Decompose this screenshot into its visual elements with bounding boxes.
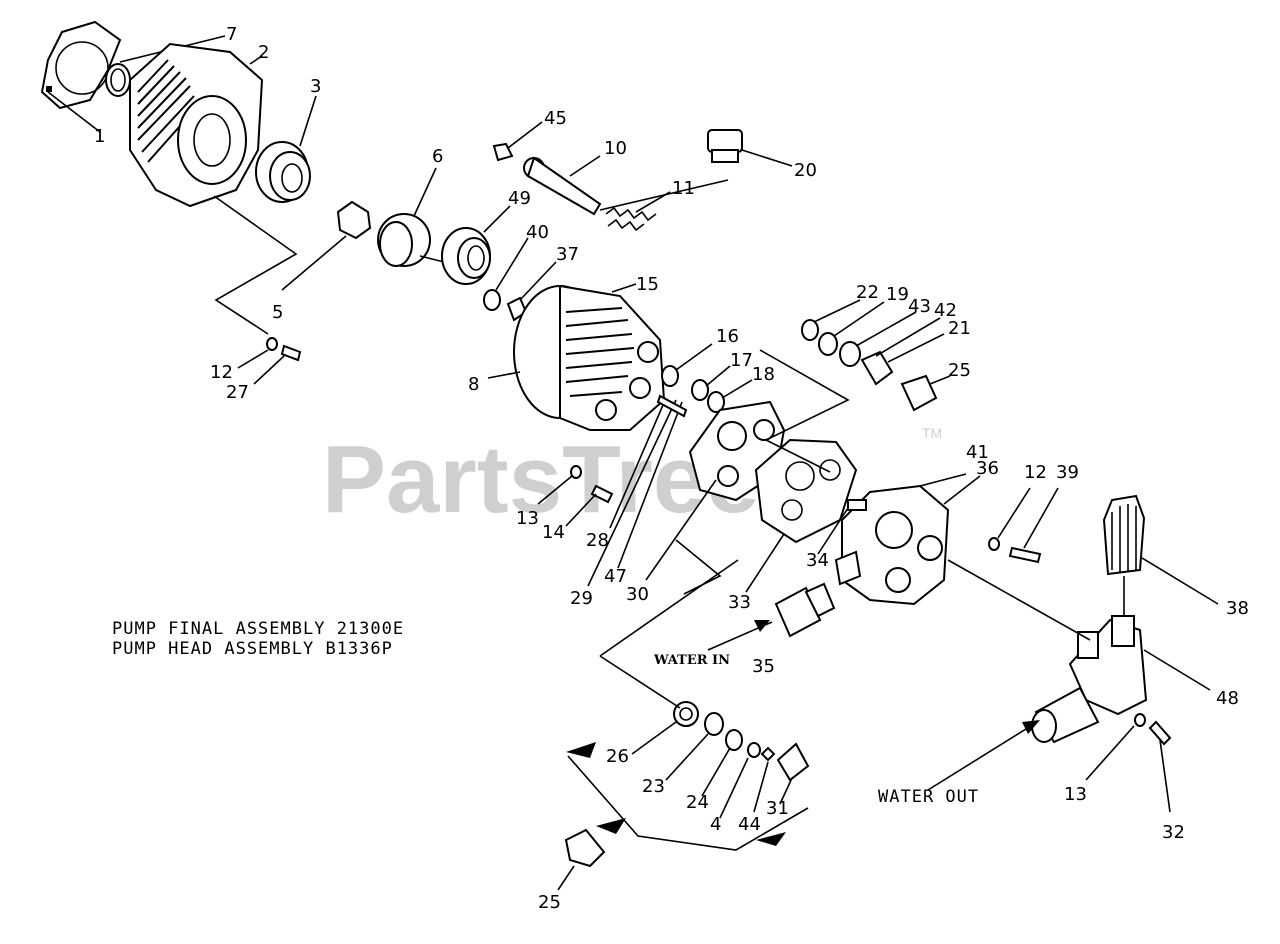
callout-12b: 12 (1024, 462, 1047, 483)
callout-numbers: 1 2 3 7 45 10 20 11 6 49 40 37 15 5 12 2… (94, 24, 1249, 913)
callout-42: 42 (934, 300, 957, 321)
part-13-32-screw (1085, 713, 1172, 813)
part-40-washer (483, 237, 529, 311)
part-11-spring (605, 191, 671, 232)
assembly-note-final: PUMP FINAL ASSEMBLY 21300E (112, 619, 404, 639)
part-16-17-18-seals (661, 343, 753, 413)
leader-28-29-47 (587, 394, 688, 587)
callout-7: 7 (226, 24, 237, 45)
callout-2: 2 (258, 42, 269, 63)
callout-14: 14 (542, 522, 565, 543)
callout-25a: 25 (948, 360, 971, 381)
callout-11: 11 (672, 178, 695, 199)
callout-29: 29 (570, 588, 593, 609)
callout-47: 47 (604, 566, 627, 587)
part-33-gasket (745, 438, 858, 593)
callout-39: 39 (1056, 462, 1079, 483)
part-10-plunger (523, 155, 602, 216)
guide-lines (213, 179, 850, 851)
callout-31: 31 (766, 798, 789, 819)
callout-3: 3 (310, 76, 321, 97)
callout-12a: 12 (210, 362, 233, 383)
water-out-label: WATER OUT (878, 787, 979, 807)
part-6-wobble-plate (377, 167, 453, 267)
callout-18: 18 (752, 364, 775, 385)
callout-28: 28 (586, 530, 609, 551)
callout-34: 34 (806, 550, 829, 571)
callout-16: 16 (716, 326, 739, 347)
callout-1: 1 (94, 126, 105, 147)
assembly-note-head: PUMP HEAD ASSEMBLY B1336P (112, 639, 393, 659)
callout-26: 26 (606, 746, 629, 767)
callout-19: 19 (886, 284, 909, 305)
callout-5: 5 (272, 302, 283, 323)
part-2-housing (129, 42, 264, 208)
callout-15: 15 (636, 274, 659, 295)
water-in-label: WATER IN (653, 653, 730, 668)
callout-36: 36 (976, 458, 999, 479)
callout-41: 41 (966, 442, 989, 463)
watermark-tm: TM (922, 425, 942, 441)
callout-27: 27 (226, 382, 249, 403)
watermark-text: PartsTree (322, 426, 760, 533)
part-20-plug (707, 129, 793, 167)
callout-13b: 13 (1064, 784, 1087, 805)
callout-8: 8 (468, 374, 479, 395)
callout-23: 23 (642, 776, 665, 797)
callout-32: 32 (1162, 822, 1185, 843)
callout-17: 17 (730, 350, 753, 371)
callout-25b: 25 (538, 892, 561, 913)
part-45-pin (492, 121, 543, 162)
part-49-bearing (441, 205, 511, 285)
part-pump-head (817, 473, 981, 606)
part-13-14-screw (537, 465, 614, 527)
callout-24: 24 (686, 792, 709, 813)
callout-22: 22 (856, 282, 879, 303)
callout-30: 30 (626, 584, 649, 605)
callout-48: 48 (1216, 688, 1239, 709)
part-12-39-screw (988, 487, 1059, 564)
callout-13a: 13 (516, 508, 539, 529)
callout-35: 35 (752, 656, 775, 677)
part-35-inlet (707, 582, 836, 651)
part-12-27-screw (237, 337, 302, 385)
part-38-knob (1102, 494, 1219, 616)
callout-4: 4 (710, 814, 721, 835)
part-25-valve-lower (557, 828, 606, 891)
callout-21: 21 (948, 318, 971, 339)
water-out-arrow (927, 720, 1040, 791)
callout-38: 38 (1226, 598, 1249, 619)
part-valve-stack-upper (801, 299, 951, 412)
callout-44: 44 (738, 814, 761, 835)
callout-43: 43 (908, 296, 931, 317)
part-5-nut (281, 200, 372, 291)
callout-40: 40 (526, 222, 549, 243)
part-8-crankcase (487, 283, 666, 431)
part-48-unloader (947, 559, 1211, 744)
part-valve-stack-lower (631, 701, 810, 819)
callout-37: 37 (556, 244, 579, 265)
callout-20: 20 (794, 160, 817, 181)
callout-49: 49 (508, 188, 531, 209)
callout-33: 33 (728, 592, 751, 613)
callout-6: 6 (432, 146, 443, 167)
callout-45: 45 (544, 108, 567, 129)
callout-10: 10 (604, 138, 627, 159)
part-3-bearing (255, 95, 317, 203)
